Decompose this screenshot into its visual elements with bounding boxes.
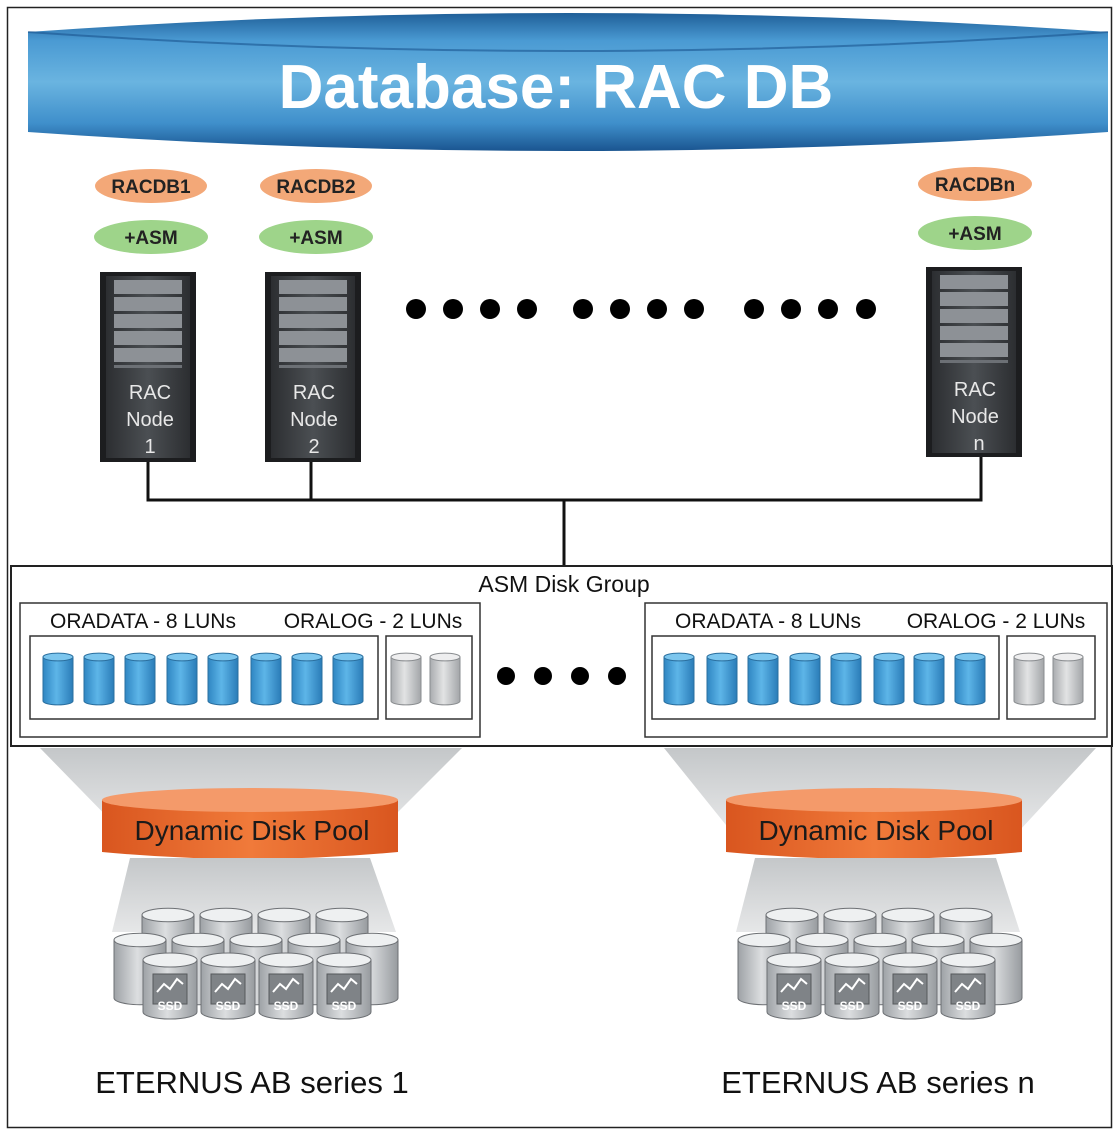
ssd-label: SSD	[840, 999, 865, 1013]
ssd-array: SSD SSD SSD SSD	[113, 907, 399, 1020]
rac-node-n: RACDBn +ASM RAC Node n	[918, 167, 1032, 457]
database-title: Database: RAC DB	[279, 53, 834, 122]
storage-system-label: ETERNUS AB series 1	[95, 1065, 409, 1100]
ssd-badge-icon: SSD	[152, 973, 188, 1013]
storage-stack-n: Dynamic Disk Pool SSD SSD SSD SSD ETERNUS A…	[664, 748, 1096, 1100]
asm-disk-group: ASM Disk Group ORADATA - 8 LUNs ORALOG -…	[10, 565, 1113, 747]
pool-label: Dynamic Disk Pool	[135, 815, 370, 846]
lun-panel-left: ORADATA - 8 LUNs ORALOG - 2 LUNs	[19, 602, 481, 738]
ssd-label: SSD	[782, 999, 807, 1013]
lun-disk-icon	[706, 652, 738, 706]
lun-disk-icon	[1052, 652, 1084, 706]
ssd-label: SSD	[898, 999, 923, 1013]
ssd-disk-icon: SSD	[258, 952, 314, 1020]
interconnect-lines	[146, 457, 983, 566]
ssd-badge-icon: SSD	[326, 973, 362, 1013]
asm-instance-label: +ASM	[124, 228, 177, 249]
db-instance-oval	[918, 167, 1032, 201]
ssd-badge-icon: SSD	[834, 973, 870, 1013]
node-name-line3: 1	[144, 436, 155, 458]
node-name-line2: Node	[126, 409, 174, 431]
lun-disk-icon	[124, 652, 156, 706]
ssd-badge-icon: SSD	[950, 973, 986, 1013]
lun-disk-icon	[390, 652, 422, 706]
ssd-badge-icon: SSD	[268, 973, 304, 1013]
asm-instance-label: +ASM	[948, 224, 1001, 245]
ssd-label: SSD	[332, 999, 357, 1013]
lun-disk-icon	[913, 652, 945, 706]
lun-disk-icon	[166, 652, 198, 706]
ssd-disk-icon: SSD	[316, 952, 372, 1020]
oralog-label: ORALOG - 2 LUNs	[284, 610, 463, 633]
panel-ellipsis	[497, 667, 626, 685]
oradata-label: ORADATA - 8 LUNs	[50, 610, 236, 633]
db-instance-label: RACDBn	[935, 175, 1015, 196]
lun-group	[663, 652, 1084, 706]
lun-disk-icon	[873, 652, 905, 706]
node-name-line3: 2	[308, 436, 319, 458]
rac-node-2: RACDB2 +ASM RAC Node 2	[259, 169, 373, 462]
ssd-label: SSD	[956, 999, 981, 1013]
node-name-line1: RAC	[129, 382, 171, 404]
lun-disk-icon	[954, 652, 986, 706]
rac-node-1: RACDB1 +ASM RAC Node 1	[94, 169, 208, 462]
db-instance-oval	[95, 169, 207, 203]
lun-disk-icon	[332, 652, 364, 706]
ssd-disk-icon: SSD	[200, 952, 256, 1020]
ssd-disk-icon: SSD	[940, 952, 996, 1020]
node-name-line2: Node	[951, 406, 999, 428]
storage-stack-1: Dynamic Disk Pool SSD SSD SSD SSD ETERNUS A…	[40, 748, 462, 1100]
ssd-badge-icon: SSD	[210, 973, 246, 1013]
storage-system-label: ETERNUS AB series n	[721, 1065, 1035, 1100]
ssd-label: SSD	[274, 999, 299, 1013]
ssd-badge-icon: SSD	[776, 973, 812, 1013]
asm-instance-label: +ASM	[289, 228, 342, 249]
lun-disk-icon	[830, 652, 862, 706]
dynamic-disk-pool: Dynamic Disk Pool	[102, 788, 398, 859]
asm-instance-oval	[94, 220, 208, 254]
lun-group	[42, 652, 461, 706]
ssd-disk-icon: SSD	[882, 952, 938, 1020]
pool-label: Dynamic Disk Pool	[759, 815, 994, 846]
asm-instance-oval	[918, 216, 1032, 250]
node-name-line1: RAC	[293, 382, 335, 404]
node-name-line1: RAC	[954, 379, 996, 401]
asm-group-title: ASM Disk Group	[478, 571, 649, 597]
oradata-label: ORADATA - 8 LUNs	[675, 610, 861, 633]
node-name-line3: n	[973, 433, 984, 455]
lun-disk-icon	[83, 652, 115, 706]
lun-disk-icon	[291, 652, 323, 706]
database-banner: Database: RAC DB	[27, 13, 1109, 151]
lun-panel-right: ORADATA - 8 LUNs ORALOG - 2 LUNs	[644, 602, 1108, 738]
db-instance-label: RACDB1	[111, 177, 191, 198]
ssd-disk-icon: SSD	[766, 952, 822, 1020]
server-icon	[926, 267, 1022, 457]
oralog-label: ORALOG - 2 LUNs	[907, 610, 1086, 633]
asm-instance-oval	[259, 220, 373, 254]
ssd-disk-icon: SSD	[824, 952, 880, 1020]
ssd-array: SSD SSD SSD SSD	[737, 907, 1023, 1020]
lun-disk-icon	[42, 652, 74, 706]
lun-disk-icon	[207, 652, 239, 706]
db-instance-label: RACDB2	[276, 177, 355, 198]
lun-disk-icon	[250, 652, 282, 706]
server-icon	[100, 272, 196, 462]
ssd-badge-icon: SSD	[892, 973, 928, 1013]
lun-disk-icon	[1013, 652, 1045, 706]
lun-disk-icon	[747, 652, 779, 706]
db-instance-oval	[260, 169, 372, 203]
node-ellipsis	[406, 299, 876, 319]
ssd-label: SSD	[216, 999, 241, 1013]
ssd-label: SSD	[158, 999, 183, 1013]
ssd-disk-icon: SSD	[142, 952, 198, 1020]
server-icon	[265, 272, 361, 462]
lun-disk-icon	[429, 652, 461, 706]
lun-disk-icon	[789, 652, 821, 706]
node-name-line2: Node	[290, 409, 338, 431]
dynamic-disk-pool: Dynamic Disk Pool	[726, 788, 1022, 859]
lun-disk-icon	[663, 652, 695, 706]
